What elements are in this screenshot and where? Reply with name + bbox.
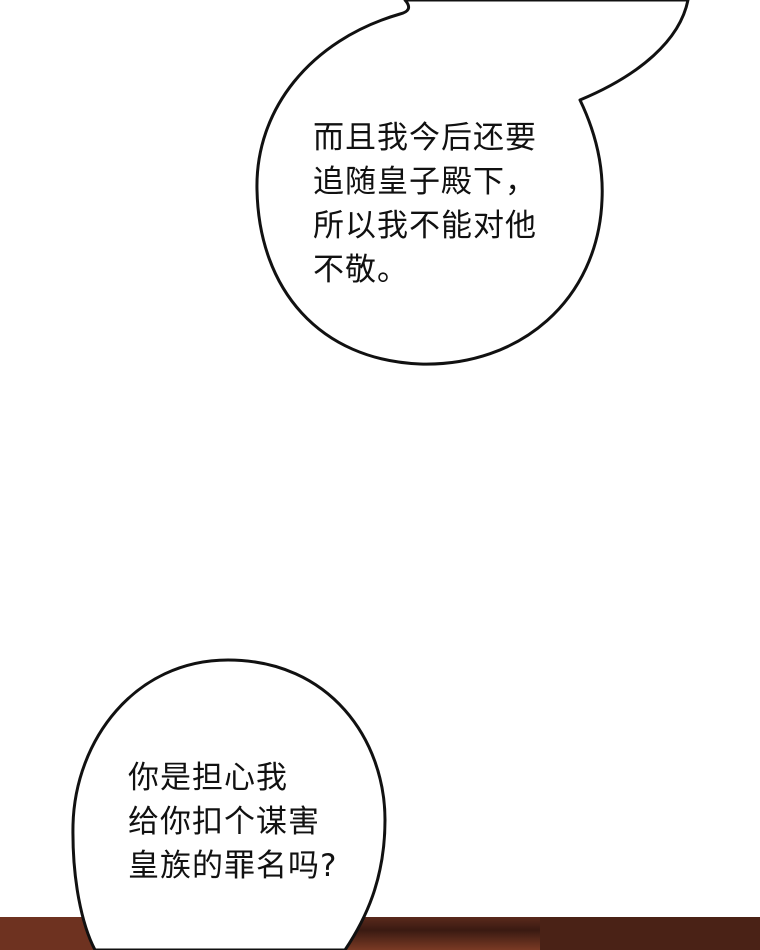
- bottom-bubble-line: 你是担心我: [128, 760, 288, 796]
- bottom-bubble-line: 皇族的罪名吗?: [128, 848, 338, 884]
- top-bubble-line: 所以我不能对他: [313, 208, 537, 244]
- bottom-bubble-text: 你是担心我 给你扣个谋害 皇族的罪名吗?: [128, 756, 337, 888]
- top-bubble-line: 追随皇子殿下，: [313, 164, 537, 200]
- top-speech-bubble: [255, 0, 690, 366]
- top-bubble-text: 而且我今后还要 追随皇子殿下， 所以我不能对他 不敬。: [313, 116, 537, 292]
- top-bubble-line: 不敬。: [313, 252, 409, 288]
- bottom-speech-bubble: [71, 658, 387, 950]
- bottom-bubble-line: 给你扣个谋害: [128, 804, 320, 840]
- top-bubble-line: 而且我今后还要: [313, 120, 537, 156]
- floor-panel: [540, 917, 760, 950]
